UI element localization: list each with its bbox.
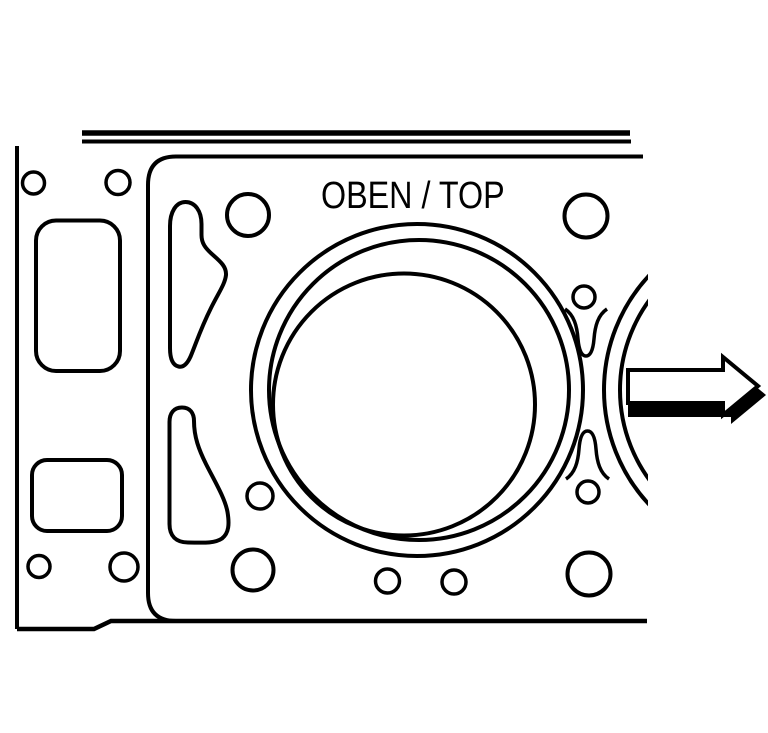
passage-hole-bottom-1 [373, 567, 402, 595]
bore-outer-ring [249, 222, 585, 558]
bore-web-lower-curve [564, 429, 611, 481]
flange-port-upper [34, 218, 122, 373]
arrow-face [626, 352, 762, 420]
bolt-hole-top-right [562, 192, 610, 240]
bolt-hole-top-left [225, 192, 271, 238]
flange-hole-top-left [20, 170, 47, 196]
passage-hole-upper-right [571, 284, 597, 310]
flange-hole-bottom-left [26, 553, 52, 580]
coolant-slot-lower [167, 405, 231, 545]
bore-inner-circle [271, 271, 537, 538]
right-arrow-icon [626, 352, 766, 424]
bolt-hole-bottom-left [230, 547, 276, 593]
flange-port-lower [30, 458, 124, 533]
gasket-bottom-edge [17, 618, 647, 632]
adjacent-bore-outer-arc [602, 273, 648, 507]
passage-hole-lower-right [575, 479, 601, 505]
passage-hole-bottom-2 [440, 568, 468, 596]
gasket-drawing-group [15, 130, 648, 632]
flange-hole-bottom-right [108, 551, 140, 583]
coolant-slot-upper [168, 199, 229, 369]
orientation-label: OBEN / TOP [321, 175, 505, 217]
adjacent-bore-second-arc [618, 298, 648, 482]
bore-second-ring [267, 238, 571, 542]
passage-hole-left [245, 481, 275, 511]
flange-hole-top-right [104, 168, 132, 197]
bolt-hole-bottom-right [565, 550, 613, 598]
gasket-body-outline [146, 154, 643, 623]
bore-web-upper-curve [563, 307, 609, 358]
